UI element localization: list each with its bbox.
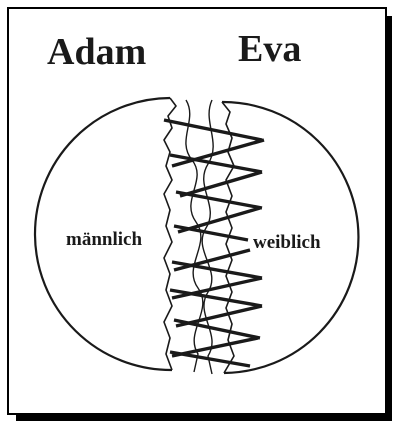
label-maennlich: männlich [66,229,142,250]
label-weiblich: weiblich [253,232,321,253]
title-eva: Eva [238,28,301,70]
title-adam: Adam [47,31,146,73]
